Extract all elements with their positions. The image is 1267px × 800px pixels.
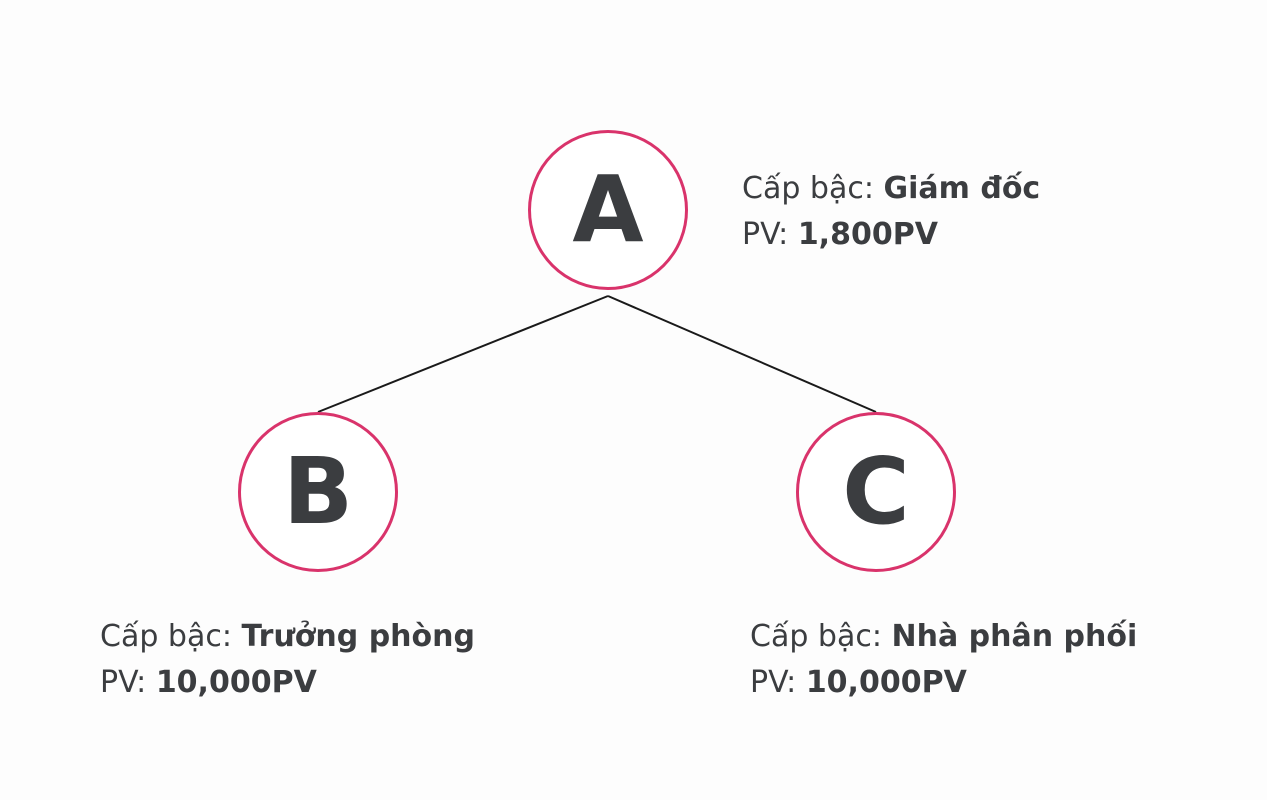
node-c-pv-label: PV: [750,665,806,700]
node-c-rank-label: Cấp bậc: [750,619,892,654]
node-b-pv-line: PV: 10,000PV [100,660,475,706]
node-b-pv-value: 10,000PV [155,665,317,700]
node-c: C [796,412,956,572]
node-a-rank-label: Cấp bậc: [742,171,884,206]
node-a: A [528,130,688,290]
node-b-letter: B [282,438,354,545]
node-a-pv-label: PV: [742,217,798,252]
edge-a-c [607,295,877,413]
node-b-rank-label: Cấp bậc: [100,619,242,654]
node-a-info: Cấp bậc: Giám đốc PV: 1,800PV [742,166,1040,258]
node-b-pv-label: PV: [100,665,156,700]
node-c-letter: C [842,438,910,545]
node-c-rank-value: Nhà phân phối [891,619,1138,654]
node-b: B [238,412,398,572]
node-a-pv-value: 1,800PV [797,217,938,252]
node-a-letter: A [572,156,644,263]
node-a-rank-value: Giám đốc [883,171,1041,206]
node-b-rank-line: Cấp bậc: Trưởng phòng [100,614,475,660]
node-c-pv-value: 10,000PV [805,665,967,700]
edge-a-b [317,295,609,413]
node-c-rank-line: Cấp bậc: Nhà phân phối [750,614,1137,660]
node-b-rank-value: Trưởng phòng [241,619,475,654]
node-c-info: Cấp bậc: Nhà phân phối PV: 10,000PV [750,614,1137,706]
node-b-info: Cấp bậc: Trưởng phòng PV: 10,000PV [100,614,475,706]
node-a-pv-line: PV: 1,800PV [742,212,1040,258]
node-c-pv-line: PV: 10,000PV [750,660,1137,706]
node-a-rank-line: Cấp bậc: Giám đốc [742,166,1040,212]
